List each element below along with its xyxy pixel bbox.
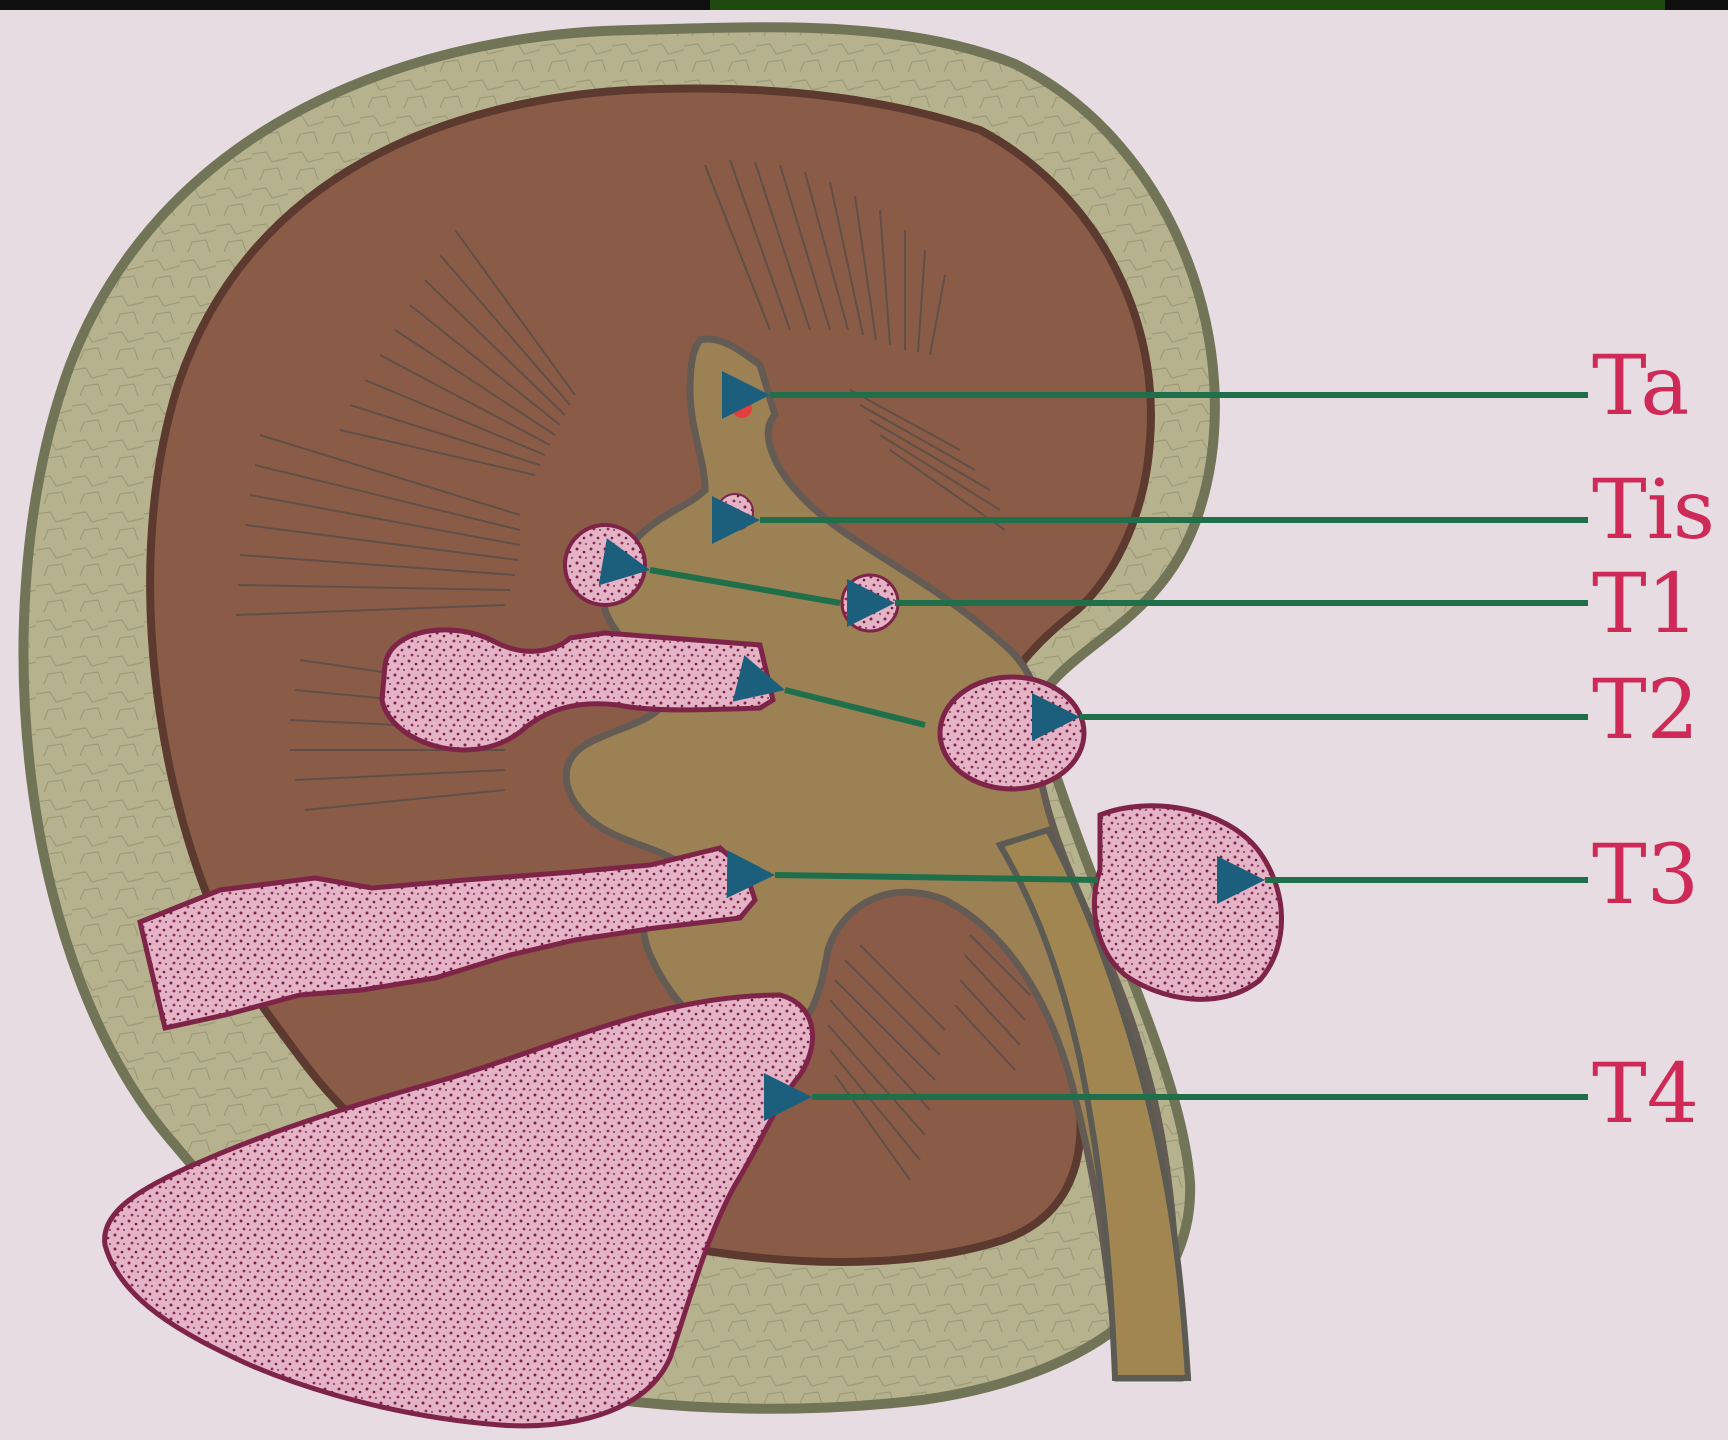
t1-tumor-left — [565, 525, 645, 605]
label-tis: Tis — [1592, 463, 1715, 558]
label-t2: T2 — [1592, 663, 1699, 758]
tis-tumor — [717, 494, 753, 530]
label-ta: Ta — [1592, 339, 1689, 434]
t2-tumor-right — [940, 677, 1084, 789]
t3-tumor-right — [1094, 806, 1281, 1000]
label-t3: T3 — [1592, 828, 1699, 923]
ta-tumor — [732, 398, 752, 418]
t1-tumor-right — [842, 575, 898, 631]
label-t4: T4 — [1592, 1047, 1699, 1142]
label-t1: T1 — [1592, 557, 1699, 652]
top-frame-bar-green — [710, 0, 1665, 10]
